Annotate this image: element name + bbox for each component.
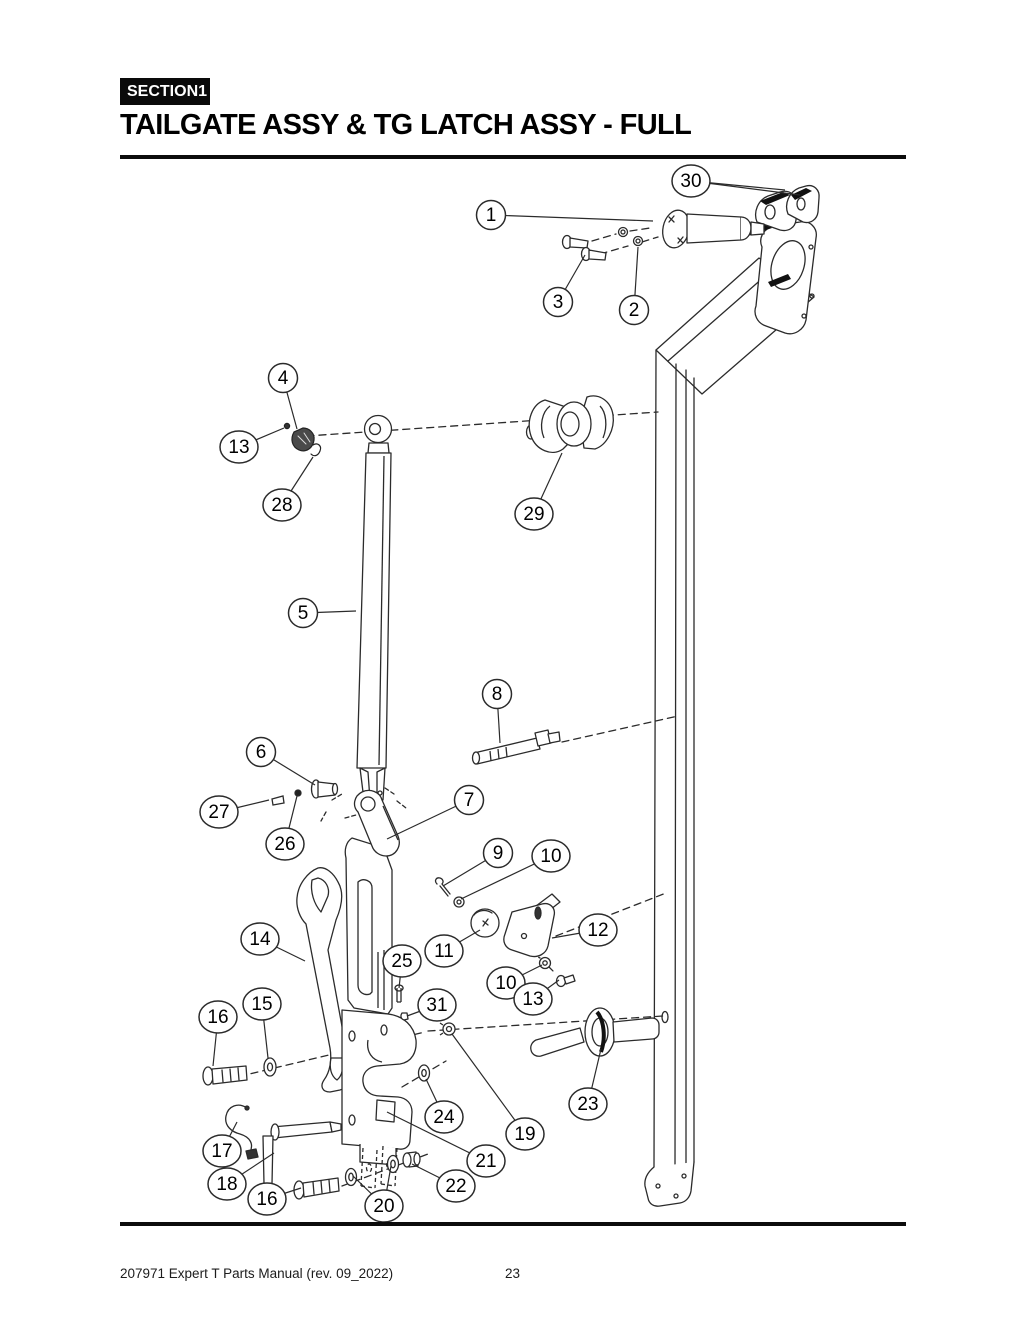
callout-number-17: 17 — [211, 1141, 232, 1162]
callout-bubble-16 — [198, 1000, 238, 1034]
callout-number-4: 4 — [278, 368, 289, 389]
callout-number-7: 7 — [464, 790, 475, 811]
callout-number-6: 6 — [256, 742, 267, 763]
callout-bubble-25 — [382, 944, 422, 978]
callout-leader-1 — [490, 214, 654, 222]
callout-number-30: 30 — [680, 171, 701, 192]
callout-bubble-1 — [475, 199, 507, 231]
callout-number-26: 26 — [274, 834, 295, 855]
callout-bubble-29 — [514, 497, 554, 531]
callout-bubble-2 — [618, 294, 650, 326]
callout-number-18: 18 — [216, 1174, 237, 1195]
callout-number-13: 13 — [522, 989, 543, 1010]
callout-number-8: 8 — [492, 684, 503, 705]
callout-bubble-3 — [542, 286, 574, 318]
callout-number-31: 31 — [426, 995, 447, 1016]
callout-number-29: 29 — [523, 504, 544, 525]
footer-page-number: 23 — [505, 1266, 521, 1281]
catch-bracket-group — [434, 877, 576, 988]
callout-bubble-8 — [481, 678, 513, 710]
callout-bubble-23 — [568, 1087, 608, 1121]
page-title: TAILGATE ASSY & TG LATCH ASSY - FULL — [120, 109, 692, 141]
callout-bubble-17 — [202, 1134, 242, 1168]
callout-bubble-12 — [578, 913, 618, 947]
callout-number-28: 28 — [271, 495, 292, 516]
callout-bubble-10 — [531, 839, 571, 873]
clevis-pin-group — [271, 779, 339, 806]
callout-number-14: 14 — [249, 929, 271, 950]
callout-bubble-21 — [466, 1144, 506, 1178]
page-header: SECTION 1 TAILGATE ASSY & TG LATCH ASSY … — [120, 78, 906, 140]
callout-bubble-10 — [486, 966, 526, 1000]
callout-bubble-9 — [482, 837, 514, 869]
callout-number-19: 19 — [514, 1124, 535, 1145]
callout-bubble-13 — [219, 430, 259, 464]
callout-number-21: 21 — [475, 1151, 496, 1172]
callout-number-10: 10 — [495, 973, 516, 994]
latch-arm-link — [344, 789, 400, 1015]
callout-bubble-5 — [287, 597, 319, 629]
callout-number-16: 16 — [207, 1007, 228, 1028]
callout-bubble-7 — [453, 784, 485, 816]
bumper-pads — [754, 184, 820, 232]
callout-number-13: 13 — [228, 437, 249, 458]
callout-bubble-6 — [245, 736, 277, 768]
callout-number-12: 12 — [587, 920, 608, 941]
gas-spring — [356, 414, 393, 801]
callout-bubble-28 — [262, 488, 302, 522]
callout-number-9: 9 — [493, 843, 504, 864]
callout-number-2: 2 — [629, 300, 640, 321]
page-footer: 207971 Expert T Parts Manual (rev. 09_20… — [120, 1266, 906, 1281]
callout-number-27: 27 — [208, 802, 229, 823]
callout-number-22: 22 — [445, 1176, 466, 1197]
callout-bubble-22 — [436, 1169, 476, 1203]
footer-doc-title: 207971 Expert T Parts Manual (rev. 09_20… — [120, 1266, 394, 1281]
bottom-rule — [120, 1222, 906, 1226]
callout-number-15: 15 — [251, 994, 272, 1015]
striker-rod — [471, 729, 561, 765]
callout-bubble-13 — [513, 982, 553, 1016]
callout-bubble-26 — [265, 827, 305, 861]
callout-bubble-14 — [240, 922, 280, 956]
callout-number-3: 3 — [553, 292, 564, 313]
callout-number-1: 1 — [486, 205, 497, 226]
callout-bubble-31 — [417, 988, 457, 1022]
callout-number-16: 16 — [256, 1189, 277, 1210]
callout-number-5: 5 — [298, 603, 309, 624]
section-label: SECTION 1 — [120, 78, 210, 105]
callout-bubble-19 — [505, 1117, 545, 1151]
tailgate-post — [644, 221, 817, 1207]
callout-bubble-4 — [267, 362, 299, 394]
callout-bubble-24 — [424, 1100, 464, 1134]
callout-leader-19 — [451, 1033, 526, 1135]
callout-number-25: 25 — [391, 951, 412, 972]
callout-number-20: 20 — [373, 1196, 394, 1217]
callout-number-11: 11 — [434, 941, 454, 962]
callout-bubble-30 — [671, 164, 711, 198]
gas-spring-clamp — [283, 422, 322, 457]
callout-number-10: 10 — [540, 846, 561, 867]
callout-number-23: 23 — [577, 1094, 598, 1115]
top-rule — [120, 155, 906, 159]
pivot-pin-group — [417, 1007, 660, 1082]
callout-number-24: 24 — [433, 1107, 455, 1128]
callout-bubble-18 — [207, 1167, 247, 1201]
top-hinge-pin-hardware — [561, 209, 765, 262]
section-word: SECTION — [127, 82, 199, 100]
callout-bubble-15 — [242, 987, 282, 1021]
callout-bubble-16 — [247, 1182, 287, 1216]
wing-knob — [525, 395, 614, 453]
callout-bubble-11 — [424, 934, 464, 968]
callout-bubble-27 — [199, 795, 239, 829]
release-lever — [296, 867, 352, 1093]
section-number: 1 — [198, 82, 208, 100]
